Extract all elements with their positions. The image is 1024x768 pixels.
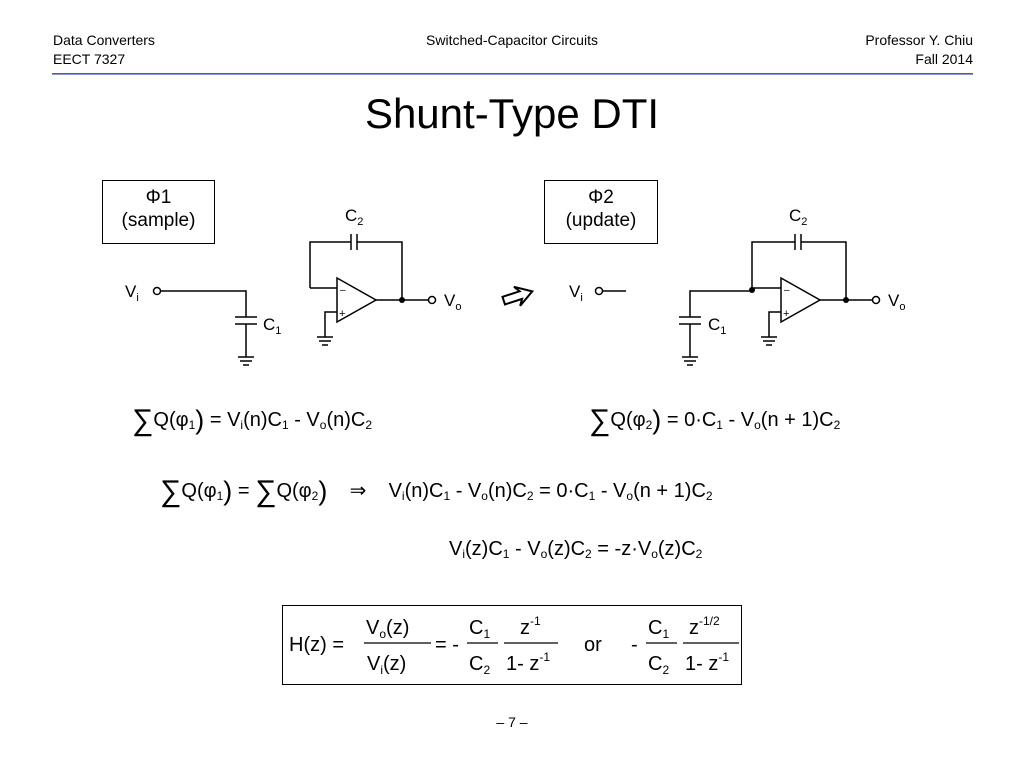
phase2-vo-label: Vo	[888, 291, 905, 313]
page-title: Shunt-Type DTI	[364, 90, 660, 137]
svg-text:-: -	[631, 634, 638, 656]
svg-text:Vo(z): Vo(z)	[366, 617, 409, 641]
phase2-c1-label: C1	[708, 315, 726, 337]
equation-z-domain: Vi(z)C1 - Vo(z)C2 = -z·Vo(z)C2	[449, 538, 703, 561]
implies-symbol: ⇒	[349, 480, 367, 502]
header-left: Data Converters EECT 7327	[53, 31, 155, 69]
phase1-plus: +	[339, 308, 345, 320]
course-code: EECT 7327	[53, 51, 126, 67]
instructor-name: Professor Y. Chiu	[865, 32, 973, 48]
phase1-desc: (sample)	[121, 210, 196, 231]
phase1-circuit	[152, 234, 437, 366]
transfer-function-box: H(z) = Vo(z) Vi(z) = - C1 C2 z-1 1- z-1 …	[282, 605, 742, 685]
svg-text:= -: = -	[435, 634, 459, 656]
svg-text:1- z-1: 1- z-1	[506, 650, 550, 675]
phase1-box: Φ1 (sample)	[102, 180, 215, 244]
phase1-c2-label: C2	[345, 206, 363, 228]
equation-charge-balance: ∑Q(φ1) = ∑Q(φ2) ⇒ Vi(n)C1 - Vo(n)C2 = 0·…	[160, 475, 713, 508]
phase1-minus: –	[340, 285, 346, 296]
term: Fall 2014	[915, 51, 973, 67]
header-divider	[52, 73, 973, 75]
header-right: Professor Y. Chiu Fall 2014	[865, 31, 973, 69]
course-name: Data Converters	[53, 32, 155, 48]
phase2-plus: +	[783, 308, 789, 320]
header-topic: Switched-Capacitor Circuits	[426, 32, 598, 48]
phase2-desc: (update)	[565, 210, 637, 231]
svg-text:C1: C1	[648, 617, 669, 641]
phase1-vo-label: Vo	[444, 291, 461, 313]
svg-text:C2: C2	[469, 653, 490, 677]
svg-text:C1: C1	[469, 617, 490, 641]
transfer-function-equation: H(z) = Vo(z) Vi(z) = - C1 C2 z-1 1- z-1 …	[289, 614, 739, 677]
circuit-diagram: Vi C1 C2 Vo – + Vi C1 C2 Vo – +	[125, 206, 905, 366]
svg-text:z-1/2: z-1/2	[689, 614, 720, 639]
phase2-box: Φ2 (update)	[544, 180, 658, 244]
phase2-minus: –	[784, 285, 790, 296]
svg-text:1- z-1: 1- z-1	[685, 650, 729, 675]
equation-charge-phase2: ∑Q(φ2) = 0·C1 - Vo(n + 1)C2	[589, 404, 841, 437]
phase2-vi-label: Vi	[569, 282, 583, 304]
phase1-label: Φ1	[145, 187, 172, 208]
svg-text:C2: C2	[648, 653, 669, 677]
svg-text:z-1: z-1	[520, 614, 541, 639]
phase1-c1-label: C1	[263, 315, 281, 337]
phase2-label: Φ2	[588, 187, 614, 208]
phase1-vi-label: Vi	[125, 282, 139, 304]
page-number: – 7 –	[496, 714, 528, 730]
phase2-c2-label: C2	[789, 206, 807, 228]
or-label: or	[584, 634, 602, 656]
transition-arrow-icon	[501, 285, 535, 307]
svg-text:H(z) =: H(z) =	[289, 634, 344, 656]
phase2-circuit	[594, 234, 881, 366]
equation-charge-phase1: ∑Q(φ1) = Vi(n)C1 - Vo(n)C2	[132, 404, 373, 437]
svg-text:Vi(z): Vi(z)	[367, 653, 406, 677]
